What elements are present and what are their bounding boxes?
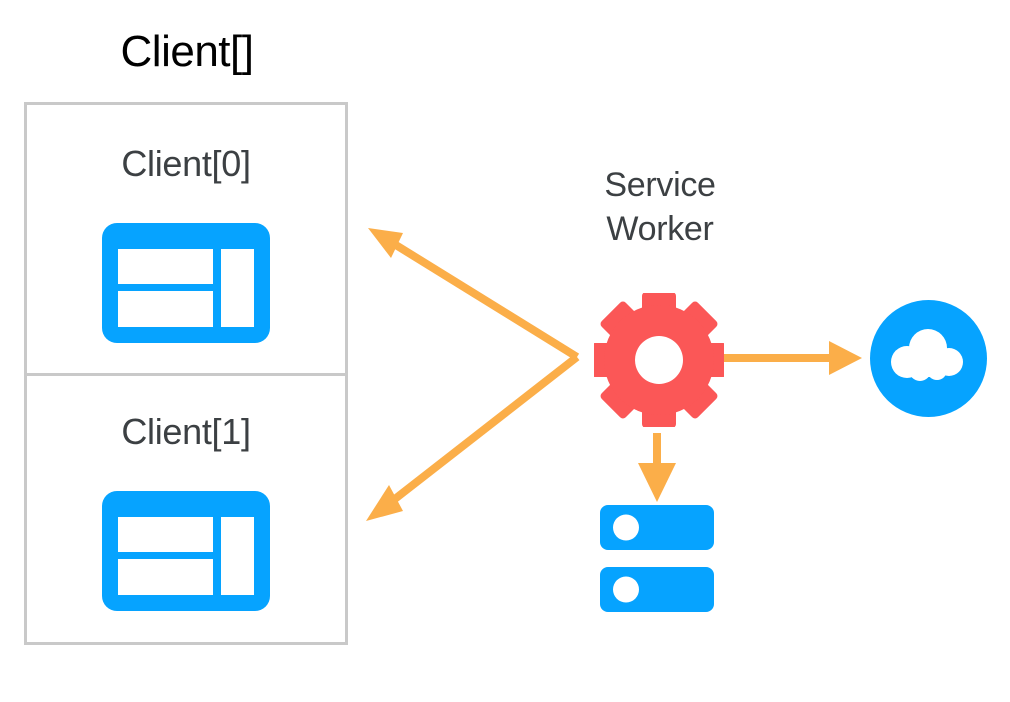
service-worker-title-line-2: Worker	[606, 210, 714, 248]
database-icon	[600, 505, 714, 612]
arrow-service-worker-to-network	[724, 341, 862, 375]
browser-window-icon	[102, 223, 270, 343]
client-cell-1: Client[1]	[27, 373, 345, 641]
client-1-label: Client[1]	[121, 411, 251, 452]
arrow-service-worker-to-client-0	[368, 228, 580, 361]
service-worker-title: Service Worker	[560, 163, 760, 251]
arrow-service-worker-to-client-1	[366, 353, 580, 521]
clients-group-box: Client[0] Client[1]	[24, 102, 348, 645]
client-cell-0: Client[0]	[27, 105, 345, 373]
clients-group-title: Client[]	[120, 27, 254, 76]
client-0-label: Client[0]	[121, 143, 251, 184]
browser-window-icon	[102, 491, 270, 611]
arrow-service-worker-to-storage	[638, 433, 676, 502]
service-worker-title-line-1: Service	[604, 166, 716, 204]
gear-icon	[591, 292, 727, 428]
cloud-icon	[870, 300, 987, 417]
